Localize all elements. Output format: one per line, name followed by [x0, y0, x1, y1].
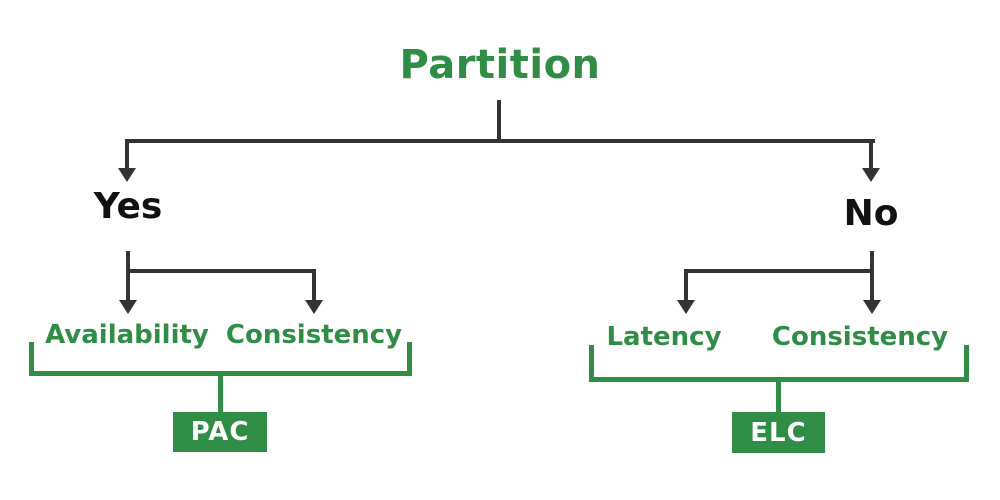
arrow-down-icon	[119, 300, 137, 314]
arrow-down-icon	[118, 168, 136, 182]
arrow-down-icon	[862, 168, 880, 182]
pac-bracket-left-line	[29, 342, 34, 376]
arrow-down-icon	[863, 300, 881, 314]
decision-node-yes: Yes	[93, 186, 163, 227]
result-box-pac: PAC	[173, 412, 267, 452]
elc-bracket-right-line	[964, 345, 969, 382]
root-node-partition: Partition	[399, 42, 601, 88]
option-node-availability: Availability	[45, 320, 209, 350]
yes-branch-line	[125, 139, 129, 170]
root-stem-line	[497, 100, 501, 141]
no-stem-line	[870, 251, 874, 302]
result-box-elc: ELC	[732, 412, 825, 453]
arrow-down-icon	[677, 300, 695, 314]
elc-bracket-bottom-line	[589, 377, 969, 382]
yes-crossbar-line	[126, 269, 316, 273]
no-branch-line	[869, 139, 873, 170]
elc-bracket-stem-line	[776, 382, 781, 413]
option-node-consistency-left: Consistency	[225, 320, 403, 350]
no-crossbar-line	[684, 269, 874, 273]
pac-bracket-bottom-line	[29, 371, 412, 376]
yes-stem-line	[126, 251, 130, 302]
root-crossbar-line	[125, 139, 875, 143]
pac-bracket-stem-line	[218, 376, 223, 413]
arrow-down-icon	[305, 300, 323, 314]
pac-bracket-right-line	[407, 342, 412, 376]
elc-bracket-left-line	[589, 345, 594, 382]
option-node-latency: Latency	[606, 322, 722, 352]
yes-right-drop-line	[312, 269, 316, 302]
option-node-consistency-right: Consistency	[771, 322, 949, 352]
no-left-drop-line	[684, 269, 688, 302]
decision-node-no: No	[843, 193, 899, 234]
